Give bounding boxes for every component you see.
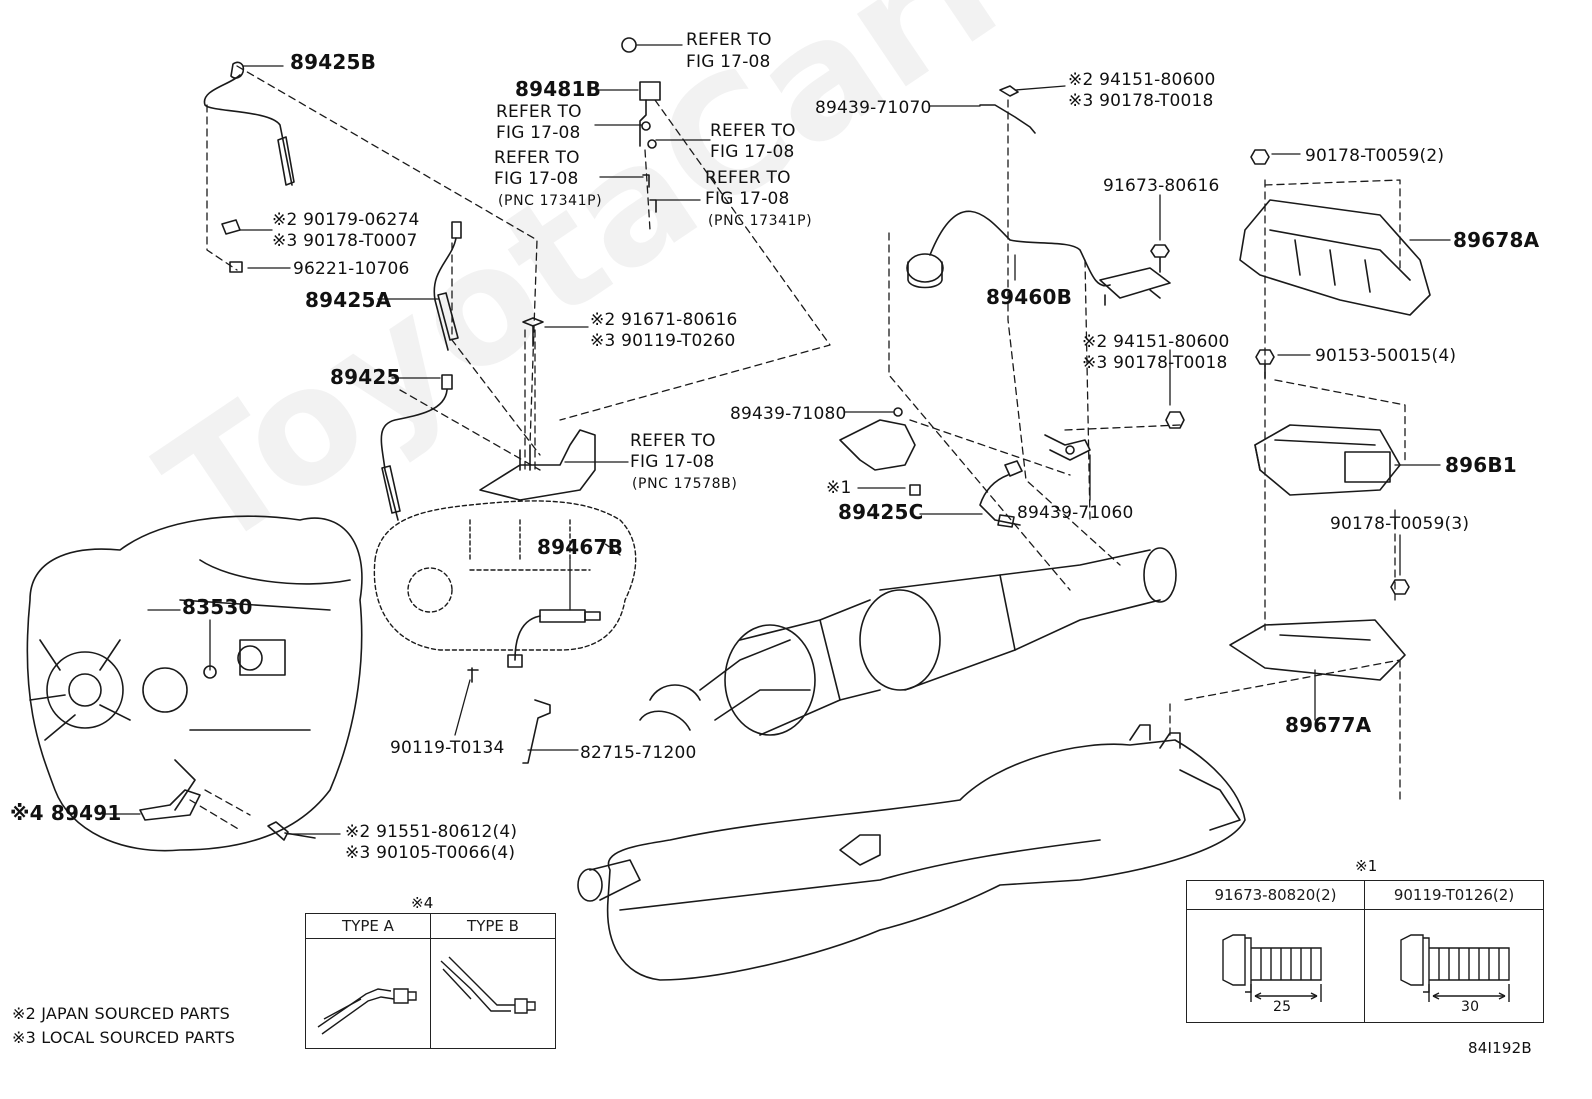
label-89425A: 89425A (305, 288, 392, 312)
part-94151-80600-b: ※2 94151-80600 (1082, 332, 1230, 352)
bolt-91673 (1151, 245, 1169, 272)
bolt-col1-cell: 25 (1186, 909, 1365, 1023)
clip-90179 (222, 220, 242, 272)
part-90119-T0134: 90119-T0134 (390, 738, 505, 758)
type-b-header: TYPE B (430, 913, 556, 939)
part-89439-71070: 89439-71070 (815, 98, 932, 118)
label-83530: 83530 (182, 595, 253, 619)
part-90178-T0018-b: ※3 90178-T0018 (1082, 353, 1228, 373)
part-91551-80612: ※2 91551-80612(4) (345, 822, 518, 842)
bolt-col2-header: 90119-T0126(2) (1364, 880, 1544, 910)
bracket-center (480, 430, 595, 500)
ref-e-line2: FIG 17-08 (630, 452, 715, 472)
cover-89678A (1240, 150, 1430, 378)
bolt-col2-cell: 30 (1364, 909, 1544, 1023)
part-96221-10706: 96221-10706 (293, 259, 410, 279)
ref-d-line1: REFER TO (705, 168, 791, 188)
ref-top-line2: FIG 17-08 (686, 52, 771, 72)
bolt-col1-dim: 25 (1273, 999, 1292, 1015)
type-a-sensor-drawing (306, 939, 430, 1048)
note-japan-sourced: ※2 JAPAN SOURCED PARTS (12, 1004, 231, 1023)
bolt-91671 (523, 318, 543, 346)
bolt-91673-drawing (1187, 910, 1364, 1022)
part-90178-T0018-a: ※3 90178-T0018 (1068, 91, 1214, 111)
part-89439-71080: 89439-71080 (730, 404, 847, 424)
part-90179-06274: ※2 90179-06274 (272, 210, 420, 230)
label-89467B: 89467B (537, 535, 624, 559)
sensor-89425C (980, 461, 1022, 527)
bolt-90119-drawing (1365, 910, 1543, 1022)
fuel-tank (578, 725, 1245, 980)
part-94151-80600-a: ※2 94151-80600 (1068, 70, 1216, 90)
ref-b-line1: REFER TO (494, 148, 580, 168)
engine-left (27, 516, 362, 850)
part-90178-T0059-3: 90178-T0059(3) (1330, 514, 1470, 534)
label-89425: 89425 (330, 365, 401, 389)
label-89425B: 89425B (290, 50, 377, 74)
ref-a-line2: FIG 17-08 (496, 123, 581, 143)
label-89677A: 89677A (1285, 713, 1372, 737)
ecu-896B1 (1255, 425, 1400, 495)
part-90178-T0007: ※3 90178-T0007 (272, 231, 418, 251)
ref-c-line2: FIG 17-08 (710, 142, 795, 162)
exhaust-system (640, 548, 1176, 735)
part-90153-50015: 90153-50015(4) (1315, 346, 1457, 366)
figure-code: 84I192B (1468, 1039, 1532, 1057)
part-82715-71200: 82715-71200 (580, 743, 697, 763)
type-b-cell (430, 938, 556, 1049)
ref-e-line3: (PNC 17578B) (632, 476, 738, 492)
bracket-89439-71080 (840, 408, 920, 495)
part-91673-80616: 91673-80616 (1103, 176, 1220, 196)
bolt-col2-dim: 30 (1461, 999, 1480, 1015)
dashed-guides (190, 66, 1405, 830)
ref-b-line3: (PNC 17341P) (498, 193, 603, 209)
type-a-cell (305, 938, 431, 1049)
nut-94151-b (1166, 412, 1184, 428)
note-local-sourced: ※3 LOCAL SOURCED PARTS (12, 1028, 236, 1047)
part-90178-T0059-2: 90178-T0059(2) (1305, 146, 1445, 166)
sensor-89467B (508, 610, 600, 667)
ref-d-line3: (PNC 17341P) (708, 213, 813, 229)
label-89481B: 89481B (515, 77, 602, 101)
label-89491: ※4 89491 (10, 801, 122, 825)
label-89678A: 89678A (1453, 228, 1540, 252)
bracket-89439-71060 (1045, 435, 1090, 460)
ref-top-line1: REFER TO (686, 30, 772, 50)
sensor-89425A (434, 222, 461, 350)
sensor-89425B (204, 62, 294, 185)
sensor-89460B (907, 211, 1170, 305)
label-x1: ※1 (826, 478, 852, 498)
leader-lines (103, 45, 1450, 834)
ref-d-line2: FIG 17-08 (705, 189, 790, 209)
ref-b-line2: FIG 17-08 (494, 169, 579, 189)
bolt-table-title: ※1 (1355, 857, 1378, 875)
ref-e-line1: REFER TO (630, 431, 716, 451)
type-table-title: ※4 (411, 894, 434, 912)
bracket-89439-71070 (980, 86, 1035, 133)
engine-center (374, 501, 635, 650)
sensor-89425 (381, 375, 452, 520)
ref-c-line1: REFER TO (710, 121, 796, 141)
bolt-col1-header: 91673-80820(2) (1186, 880, 1365, 910)
label-89460B: 89460B (986, 285, 1073, 309)
part-90105-T0066: ※3 90105-T0066(4) (345, 843, 516, 863)
label-89425C: 89425C (838, 500, 924, 524)
label-896B1: 896B1 (1445, 453, 1517, 477)
bracket-82715 (468, 668, 550, 763)
part-89439-71060: 89439-71060 (1017, 503, 1134, 523)
part-90119-T0260: ※3 90119-T0260 (590, 331, 736, 351)
ref-a-line1: REFER TO (496, 102, 582, 122)
bracket-89677A (1230, 580, 1409, 680)
type-b-sensor-drawing (431, 939, 555, 1048)
part-91671-80616: ※2 91671-80616 (590, 310, 738, 330)
type-a-header: TYPE A (305, 913, 431, 939)
